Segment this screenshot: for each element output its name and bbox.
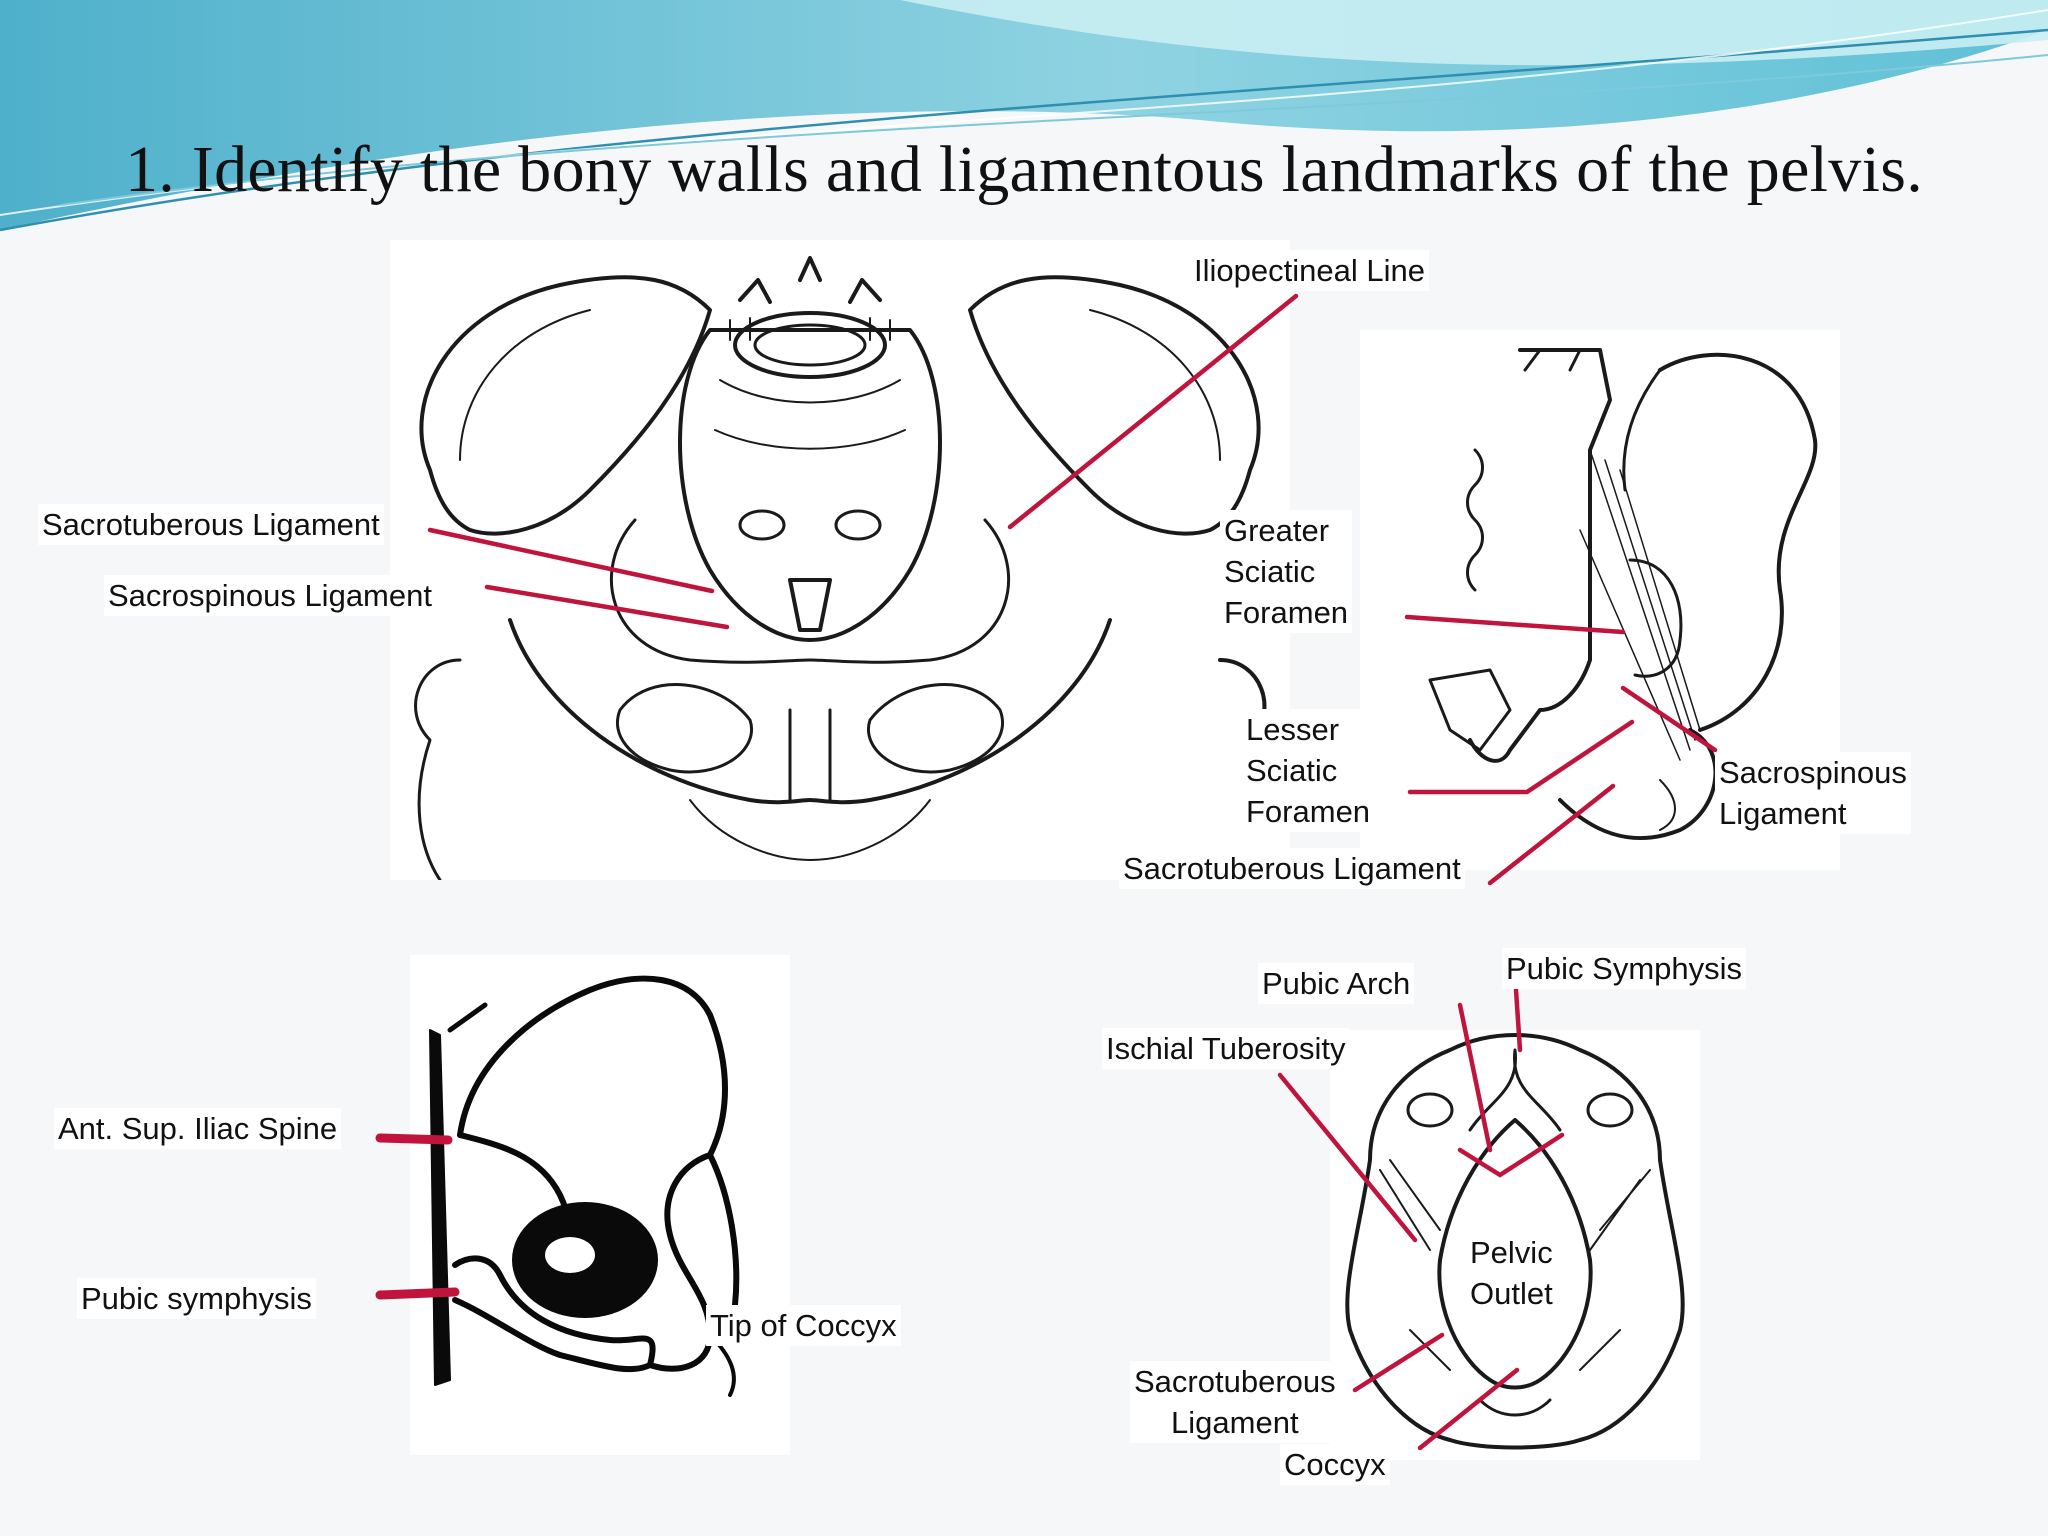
label-sacrospinous-ligament: Sacrospinous Ligament: [104, 575, 436, 616]
label-ant-sup-iliac-spine: Ant. Sup. Iliac Spine: [54, 1108, 342, 1149]
label-tip-of-coccyx: Tip of Coccyx: [706, 1305, 901, 1346]
anterior-pelvis-illustration: [414, 256, 1267, 880]
label-iliopectineal-line: Iliopectineal Line: [1190, 250, 1429, 291]
label-sacrotuberous-ligament: Sacrotuberous Ligament: [38, 504, 384, 545]
wave-banner: [0, 0, 2048, 232]
label-pubic-symphysis-lateral: Pubic symphysis: [77, 1278, 316, 1319]
anterior-pelvis-panel: [390, 240, 1290, 880]
label-lesser-sciatic-foramen: Lesser Sciatic Foramen: [1242, 709, 1375, 832]
label-pubic-arch: Pubic Arch: [1258, 963, 1415, 1004]
label-sacrotuberous-ligament-inferior: Sacrotuberous Ligament: [1130, 1361, 1340, 1443]
label-pubic-symphysis-inferior: Pubic Symphysis: [1502, 948, 1747, 989]
label-greater-sciatic-foramen: Greater Sciatic Foramen: [1220, 510, 1353, 633]
label-coccyx: Coccyx: [1280, 1444, 1390, 1485]
label-sacrotuberous-ligament-medial: Sacrotuberous Ligament: [1119, 848, 1465, 889]
medial-pelvis-illustration: [1428, 348, 1818, 840]
label-sacrospinous-ligament-medial: Sacrospinous Ligament: [1715, 752, 1911, 834]
label-ischial-tuberosity: Ischial Tuberosity: [1102, 1028, 1350, 1069]
label-pelvic-outlet: Pelvic Outlet: [1470, 1235, 1553, 1311]
lateral-pelvis-panel: [410, 955, 790, 1455]
slide-title: 1. Identify the bony walls and ligamento…: [124, 133, 1924, 206]
lateral-pelvis-illustration: [429, 975, 740, 1397]
